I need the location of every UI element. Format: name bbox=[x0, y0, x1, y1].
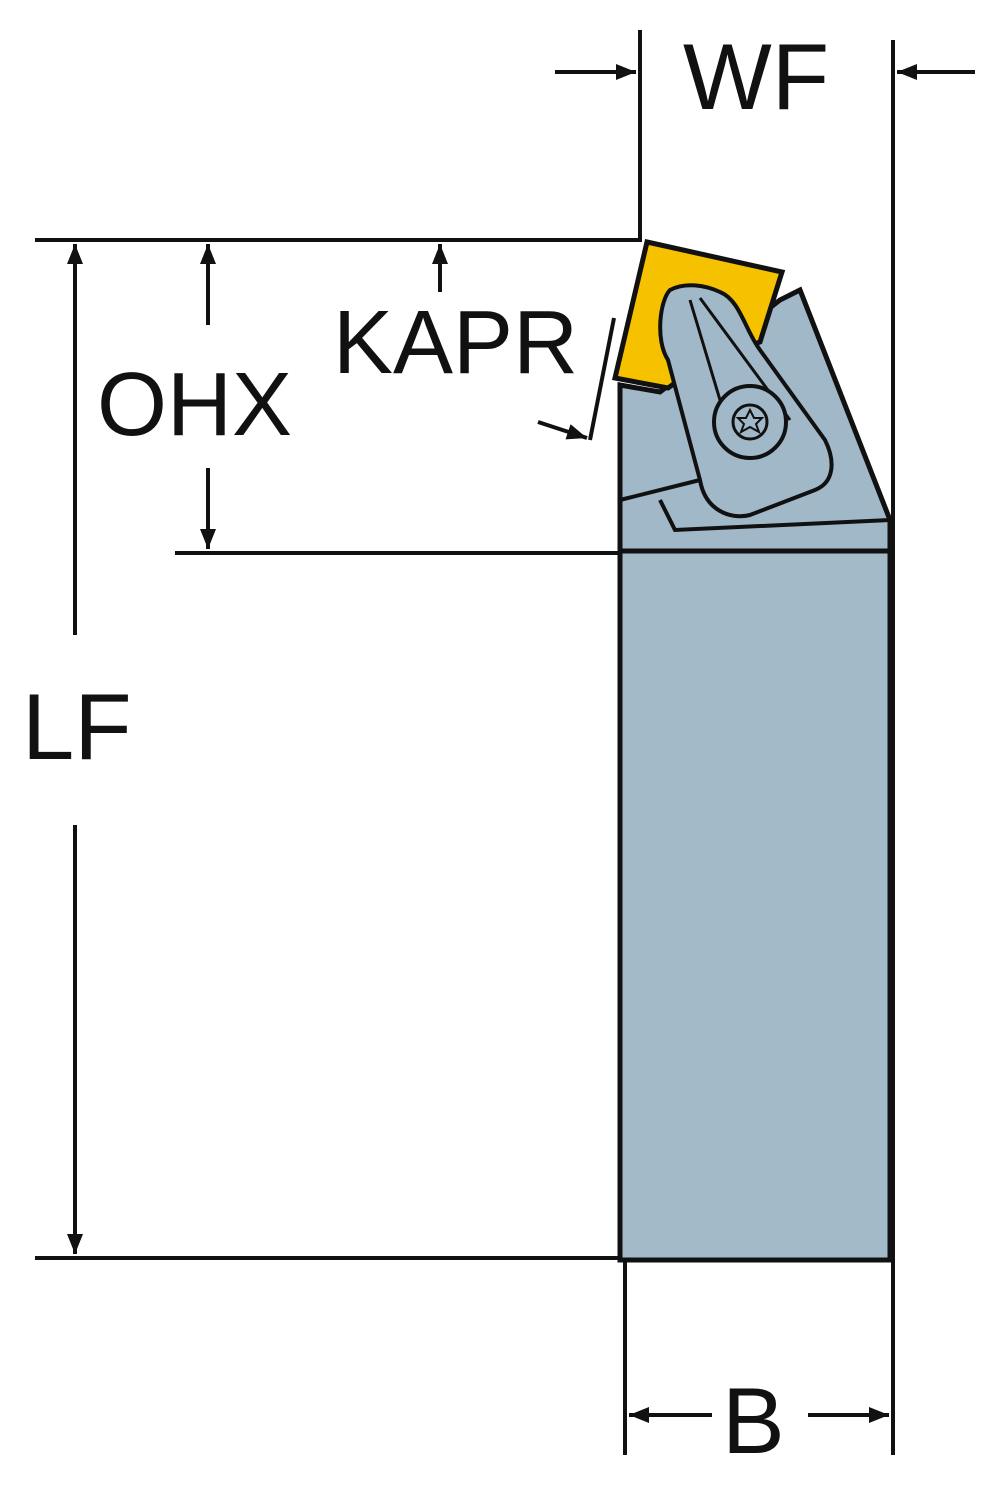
torx-star bbox=[735, 407, 765, 435]
ohx-label: OHX bbox=[97, 355, 293, 455]
kapr-angle-line bbox=[588, 317, 616, 441]
b-label: B bbox=[722, 1368, 785, 1473]
kapr-label: KAPR bbox=[333, 293, 579, 393]
shim-line bbox=[619, 478, 701, 502]
lf-label: LF bbox=[22, 674, 132, 779]
wf-label: WF bbox=[683, 24, 830, 129]
shim-outline bbox=[658, 499, 891, 533]
shank-body bbox=[617, 548, 893, 1263]
kapr-angle-arrow bbox=[537, 420, 588, 440]
